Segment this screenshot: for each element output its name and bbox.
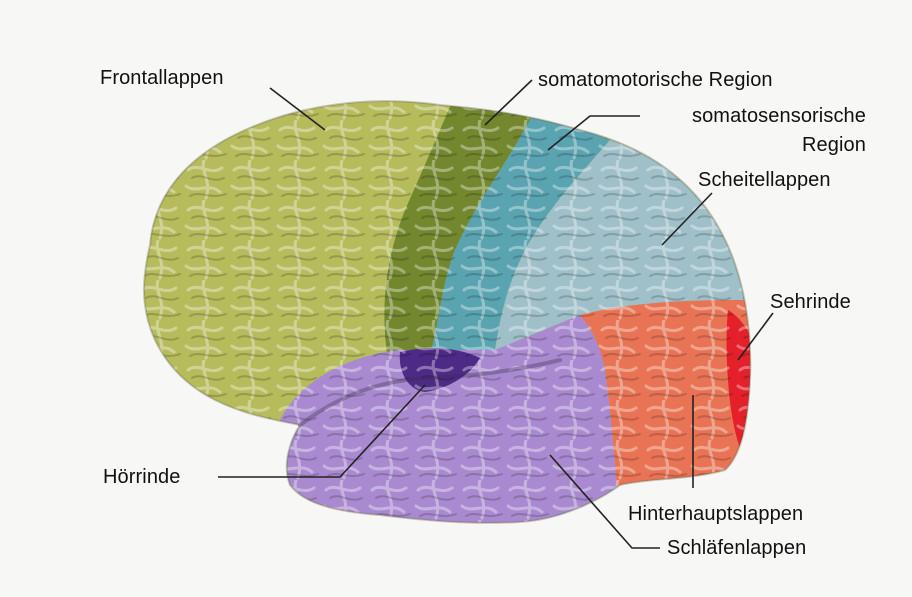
label-hinterhauptslappen: Hinterhauptslappen — [628, 502, 803, 526]
label-hoerrinde: Hörrinde — [103, 465, 181, 489]
label-frontallappen: Frontallappen — [100, 66, 224, 90]
label-somatosensorische: somatosensorische — [644, 104, 866, 128]
label-sehrinde: Sehrinde — [770, 290, 851, 314]
label-somatomotorische-region: somatomotorische Region — [538, 68, 773, 92]
label-somatosensorische-region: Region — [644, 133, 866, 157]
label-scheitellappen: Scheitellappen — [698, 168, 831, 192]
label-schlaefenlappen: Schläfenlappen — [667, 536, 806, 560]
